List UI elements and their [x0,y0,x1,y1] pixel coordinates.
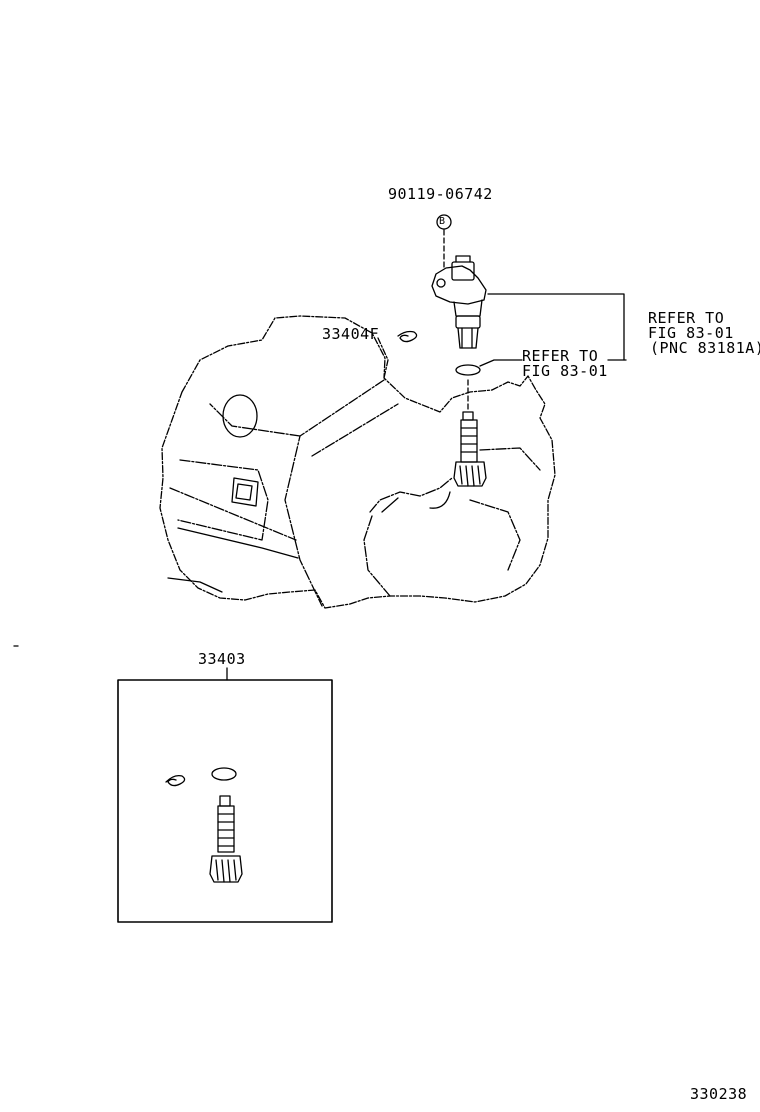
housing-detail [284,379,385,607]
housing-detail [311,403,399,457]
sensor-leader-line [487,293,625,361]
sensor-refer-line3: (PNC 83181A) [650,339,760,357]
kit-o-ring [211,767,237,781]
part-number-kit: 33403 [198,650,246,668]
kit-driven-gear [209,795,243,883]
clip-leader-line [377,337,389,379]
housing-round-opening [222,394,258,438]
housing-detail [177,527,299,559]
housing-detail [429,491,451,509]
housing-detail [169,487,297,541]
housing-detail [177,459,269,541]
bolt-marker-circle [436,214,452,230]
transaxle-housing [159,315,556,609]
speed-sensor [431,255,487,349]
housing-detail [381,497,399,513]
figure-id: 330238 [690,1085,748,1103]
housing-detail [369,477,453,513]
sensor-refer-line2: FIG 83-01 [648,324,734,342]
part-number-bolt: 90119-06742 [388,185,493,203]
housing-detail [167,577,223,593]
driven-gear [453,411,487,487]
kit-clip [165,774,186,787]
oring-refer-line1: REFER TO [522,347,599,365]
part-number-clip: 33404F [322,325,380,343]
housing-square-boss [231,477,259,507]
bolt-marker-letter: B [439,216,446,227]
housing-detail [479,447,541,471]
kit-box [117,679,333,923]
housing-detail [209,403,301,437]
sensor-refer-line1: REFER TO [648,309,725,327]
housing-detail [469,499,521,571]
housing-detail [363,515,391,597]
oring-leader-line [479,359,523,367]
clip-33404f [397,330,418,343]
oring-refer-line2: FIG 83-01 [522,362,608,380]
o-ring [455,364,481,376]
